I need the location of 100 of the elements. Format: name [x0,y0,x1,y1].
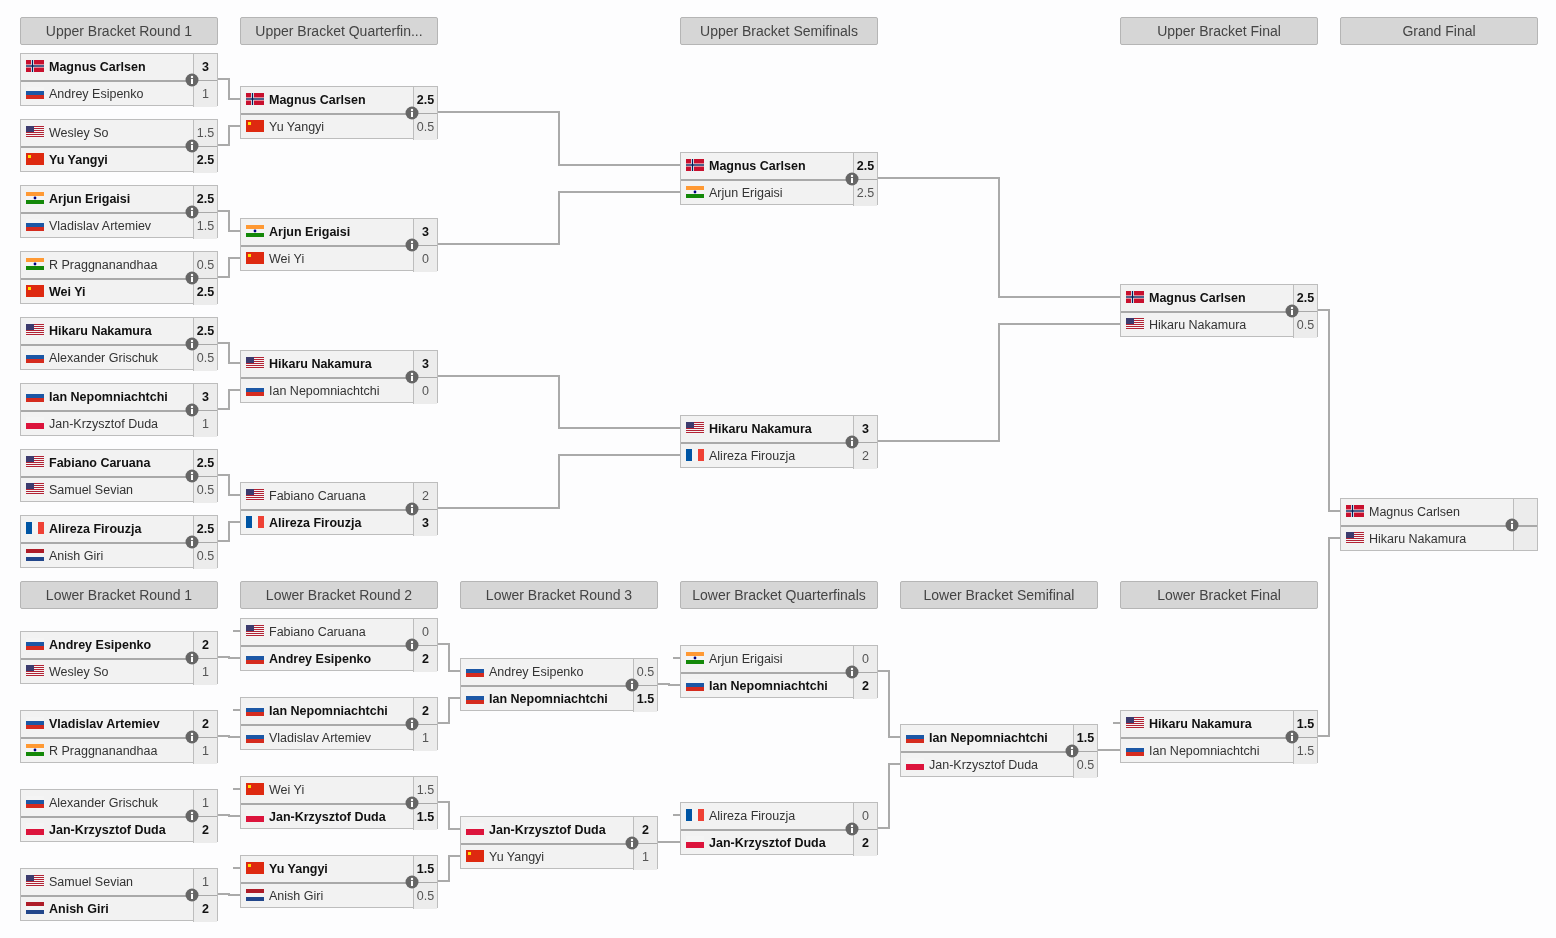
score: 1.5 [413,777,437,803]
round-header: Lower Bracket Round 3 [460,581,658,609]
score: 2.5 [193,279,217,305]
match-card [680,802,878,855]
player-name: Fabiano Caruana [49,455,151,472]
score: 0.5 [633,659,657,685]
player-name: Andrey Esipenko [49,637,152,654]
match-card [1120,710,1318,763]
bracket-line [877,323,1121,442]
score: 2.5 [193,450,217,476]
score: 2.5 [413,87,437,113]
player-name: Arjun Erigaisi [709,185,783,202]
score: 2.5 [853,180,877,206]
bracket-line [232,788,241,790]
bracket-line [232,867,241,869]
bracket-line [217,389,241,410]
match-card [20,868,218,921]
match-card [680,152,878,205]
player-name: Jan-Krzysztof Duda [929,757,1039,774]
player-name: Anish Giri [269,888,324,905]
player-name: Ian Nepomniachtchi [709,678,828,695]
player-name: Yu Yangyi [489,849,545,866]
player-name: Wei Yi [269,782,305,799]
match-card [1120,284,1318,337]
bracket-line [437,855,461,882]
score: 0.5 [193,252,217,278]
score: 1.5 [413,804,437,830]
bracket-line [1112,722,1121,724]
score: 2.5 [1293,285,1317,311]
bracket-line [672,657,681,659]
score: 0 [413,246,437,272]
score: 1.5 [1293,738,1317,764]
score: 2 [413,483,437,509]
player-name: Jan-Krzysztof Duda [709,835,826,852]
score: 2 [193,896,217,922]
match-card [460,816,658,869]
match-card [20,631,218,684]
score: 1 [193,81,217,107]
score: 0.5 [193,543,217,569]
score: 2.5 [193,318,217,344]
player-name: Ian Nepomniachtchi [49,389,168,406]
score: 2.5 [193,516,217,542]
score: 2 [633,817,657,843]
match-card [680,415,878,468]
player-name: Yu Yangyi [269,861,328,878]
player-name: Magnus Carlsen [1149,290,1246,307]
bracket-line [437,801,461,830]
bracket-line [437,643,461,672]
round-header: Upper Bracket Quarterfin... [240,17,438,45]
score: 2 [413,698,437,724]
player-name: Vladislav Artemiev [49,218,152,235]
score: 1.5 [193,213,217,239]
player-name: Arjun Erigaisi [269,224,351,241]
score: 0 [413,378,437,404]
bracket-line [217,521,241,542]
bracket-line [657,841,681,843]
match-card [240,776,438,829]
bracket-line [877,177,1121,298]
score: 1 [193,659,217,685]
player-name: Ian Nepomniachtchi [269,703,388,720]
bracket-line [217,735,241,738]
round-header: Upper Bracket Final [1120,17,1318,45]
round-header: Lower Bracket Semifinal [900,581,1098,609]
match-card [240,618,438,671]
bracket-line [217,342,241,364]
player-name: Wei Yi [269,251,305,268]
match-card [20,119,218,172]
player-name: Hikaru Nakamura [49,323,152,340]
player-name: Ian Nepomniachtchi [489,691,608,708]
player-name: R Praggnanandhaa [49,257,158,274]
player-name: Yu Yangyi [49,152,108,169]
player-name: Hikaru Nakamura [1369,531,1467,548]
score: 1 [193,869,217,895]
player-name: Wesley So [49,664,109,681]
player-name: Jan-Krzysztof Duda [49,822,166,839]
round-header: Lower Bracket Quarterfinals [680,581,878,609]
bracket-line [217,257,241,278]
bracket-line [877,763,901,829]
bracket-line [672,814,681,816]
bracket-line [217,814,241,817]
score: 2 [193,711,217,737]
round-header: Lower Bracket Round 1 [20,581,218,609]
player-name: Ian Nepomniachtchi [1149,743,1260,760]
player-name: Arjun Erigaisi [49,191,131,208]
player-name: Alireza Firouzja [49,521,142,538]
player-name: Anish Giri [49,548,104,565]
score: 0.5 [413,883,437,909]
bracket-line [217,125,241,146]
player-name: Andrey Esipenko [489,664,584,681]
bracket-line [437,111,681,166]
player-name: Fabiano Caruana [269,624,366,641]
score: 1 [193,411,217,437]
score: 3 [413,351,437,377]
score: 2 [853,443,877,469]
score: 0.5 [1293,312,1317,338]
round-header: Lower Bracket Round 2 [240,581,438,609]
match-card [240,350,438,403]
score: 3 [413,510,437,536]
score: 0.5 [1073,752,1097,778]
bracket-line [1317,537,1341,737]
